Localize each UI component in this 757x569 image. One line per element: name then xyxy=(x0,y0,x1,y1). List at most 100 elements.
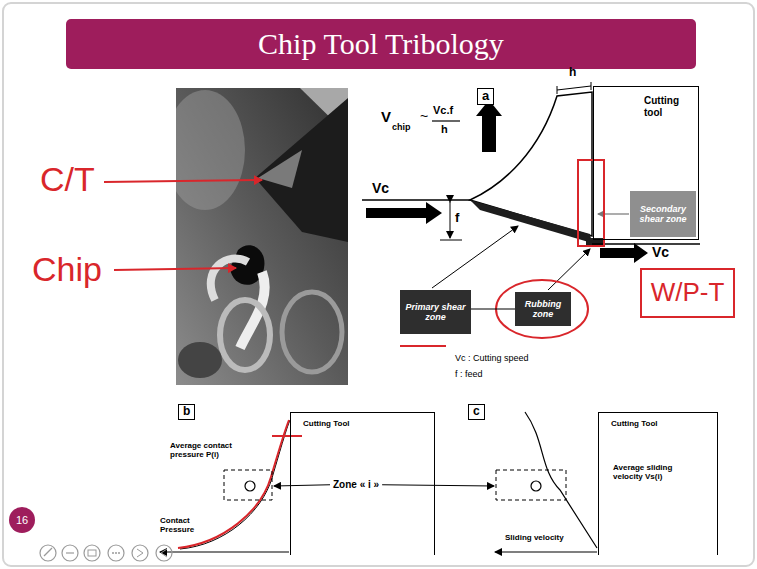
slide-frame-part xyxy=(3,3,754,566)
legend-note: f : feed xyxy=(455,369,483,379)
player-toolbar-part xyxy=(66,552,74,553)
contact-pressure-plot-part xyxy=(180,420,290,549)
dimension-label: f xyxy=(455,211,459,226)
formula-denominator: h xyxy=(441,123,448,136)
panel-letter: c xyxy=(468,404,485,420)
cutting-schematic-part xyxy=(366,202,442,224)
machining-photo xyxy=(176,88,348,385)
node-text: Cutting Tool xyxy=(611,419,658,428)
velocity-label: Vc xyxy=(372,180,389,196)
node-text: Cutting Tool xyxy=(303,419,350,428)
formula-numerator: Vc.f xyxy=(433,104,453,117)
zone-label: Zone « i » xyxy=(333,479,379,491)
handwritten-markup xyxy=(400,160,604,346)
contact-pressure-plot-part xyxy=(160,551,289,552)
leader-line xyxy=(274,485,330,486)
machining-photo-part xyxy=(178,342,222,378)
machining-photo-part xyxy=(220,300,270,370)
panel-letter: b xyxy=(178,404,195,420)
panel-letter: a xyxy=(477,88,494,105)
player-toolbar-part xyxy=(40,545,56,561)
handwritten-box: W/P-T xyxy=(640,268,735,318)
plot-annotation: Average contact pressure P(i) xyxy=(170,441,252,459)
player-toolbar-part xyxy=(88,550,96,556)
handwritten-label: Chip xyxy=(32,250,102,289)
cutting-schematic-part xyxy=(432,120,460,121)
cutting-tool-box: Cutting toolSecondary shear zone xyxy=(593,86,699,240)
machining-photo-part xyxy=(176,90,245,210)
zone-label-box: Primary shear zone xyxy=(400,290,471,334)
axis-label: Contact Pressure xyxy=(160,516,206,534)
node-text: Cutting tool xyxy=(644,95,696,118)
slide-frame-part xyxy=(66,19,696,69)
player-toolbar-part xyxy=(112,552,114,554)
slide-frame xyxy=(3,3,754,566)
cutting-schematic-part xyxy=(598,213,629,214)
cutting-schematic-part xyxy=(600,243,648,263)
axis-label: Sliding velocity xyxy=(505,533,564,542)
connector-line xyxy=(471,308,515,309)
player-toolbar-part xyxy=(137,549,143,557)
cutting-schematic-part xyxy=(548,249,590,290)
player-toolbar xyxy=(40,545,172,561)
cutting-schematic-part xyxy=(440,240,462,241)
sliding-velocity-plot-part xyxy=(525,412,597,548)
cutting-tool-box: Cutting ToolAverage sliding velocity Vs(… xyxy=(598,412,718,555)
node-text: 16 xyxy=(16,514,28,527)
cutting-schematic-part xyxy=(470,92,592,236)
cutting-schematic xyxy=(362,82,700,290)
slide-number: 16 xyxy=(9,507,35,533)
cutting-schematic-part xyxy=(450,202,451,238)
node-text: W/P-T xyxy=(651,278,725,308)
cutting-schematic-part xyxy=(362,199,470,201)
sliding-velocity-plot xyxy=(495,412,597,552)
velocity-label: Vc xyxy=(652,244,669,260)
cutting-schematic-part xyxy=(557,86,558,94)
formula-symbol: V xyxy=(381,108,391,125)
sliding-velocity-plot-part xyxy=(531,481,541,491)
machining-photo-part xyxy=(282,292,342,372)
handwritten-markup-part xyxy=(578,160,604,246)
handwritten-label: C/T xyxy=(40,160,95,199)
player-toolbar-part xyxy=(84,545,100,561)
machining-photo-part xyxy=(255,98,348,242)
cutting-schematic-part xyxy=(470,200,592,243)
legend-note: Vc : Cutting speed xyxy=(455,353,529,363)
cutting-schematic-part xyxy=(591,82,592,90)
contact-pressure-plot-part xyxy=(272,435,302,437)
zone-label-box: Secondary shear zone xyxy=(630,191,696,237)
annotation-arrow xyxy=(104,180,262,270)
zone-label-box: Rubbing zone xyxy=(515,292,571,326)
node-text: Rubbing zone xyxy=(518,299,568,320)
player-toolbar-part xyxy=(108,545,124,561)
sliding-velocity-plot-part xyxy=(495,551,597,552)
player-toolbar-part xyxy=(62,545,78,561)
sliding-velocity-plot-part xyxy=(496,470,566,500)
node-text: Secondary shear zone xyxy=(633,204,693,225)
player-toolbar-part xyxy=(44,548,52,556)
cutting-schematic-part xyxy=(592,243,700,245)
contact-pressure-plot-part xyxy=(245,481,255,491)
cutting-tool-box: Cutting Tool xyxy=(290,412,435,555)
player-toolbar-part xyxy=(132,545,148,561)
node-text: Primary shear zone xyxy=(403,302,468,323)
player-toolbar-part xyxy=(115,552,117,554)
cutting-schematic-part xyxy=(432,226,518,288)
formula-subscript: chip xyxy=(392,122,411,132)
annotation-arrow-part xyxy=(114,268,236,270)
formula-symbol: ~ xyxy=(420,108,428,124)
handwritten-markup-part xyxy=(400,345,446,347)
player-toolbar-part xyxy=(156,545,172,561)
player-toolbar-part xyxy=(118,552,120,554)
cutting-schematic-part xyxy=(557,86,591,90)
node-text: Average sliding velocity Vs(i) xyxy=(613,463,675,481)
leader-line xyxy=(382,485,494,486)
cutting-schematic-part xyxy=(476,100,502,152)
machining-photo-part xyxy=(258,150,302,188)
annotation-arrow-part xyxy=(104,180,262,182)
machining-photo-part xyxy=(211,258,248,300)
contact-pressure-plot-part xyxy=(178,420,289,548)
contact-pressure-plot-part xyxy=(224,470,272,500)
player-toolbar-part xyxy=(161,549,167,557)
